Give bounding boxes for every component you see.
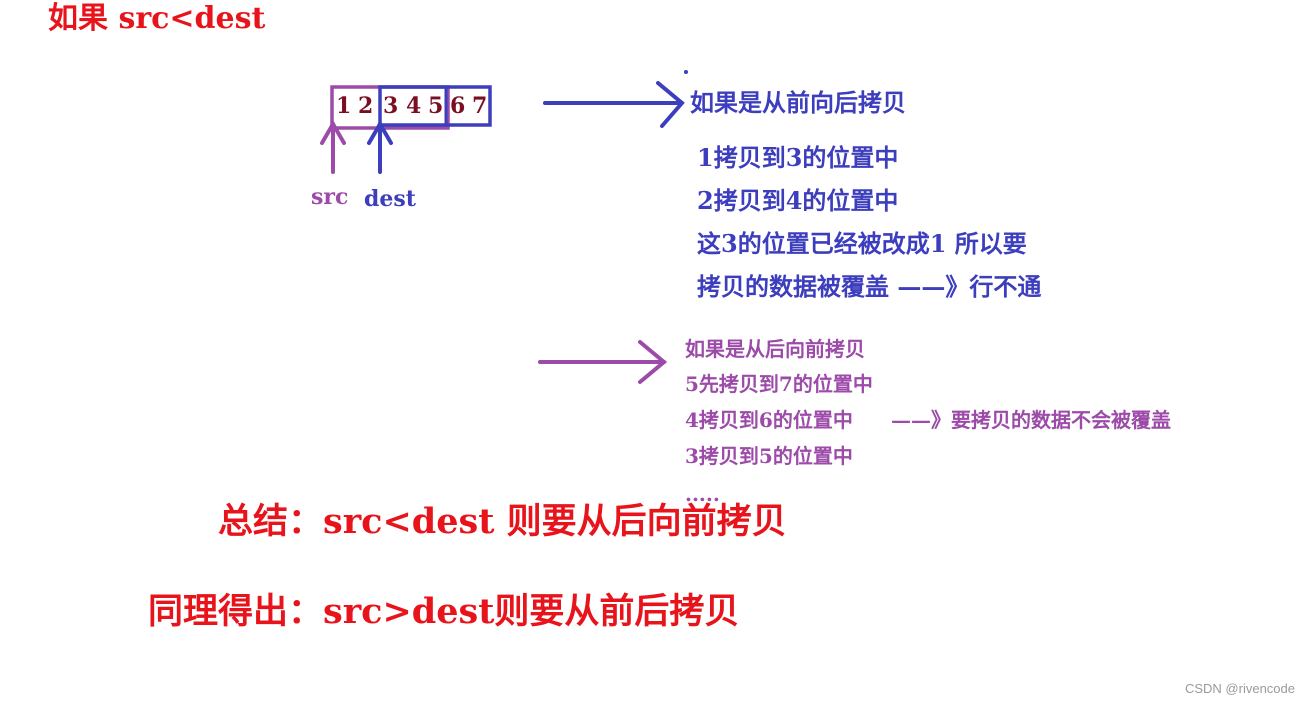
digit: 3 bbox=[383, 93, 399, 119]
conclusion: 同理得出：src>dest则要从前后拷贝 bbox=[148, 591, 740, 632]
summary: 总结：src<dest 则要从后向前拷贝 bbox=[218, 501, 787, 542]
digit: 6 bbox=[450, 93, 466, 119]
page-title: 如果 src<dest bbox=[48, 1, 266, 36]
dest-label: dest bbox=[364, 186, 416, 212]
src-arrow bbox=[320, 120, 346, 174]
back-to-front-line: 4拷贝到6的位置中 bbox=[685, 408, 853, 432]
front-to-back-line: 拷贝的数据被覆盖 ——》行不通 bbox=[697, 272, 1042, 301]
watermark: CSDN @rivencode bbox=[1184, 681, 1295, 696]
stray-dot bbox=[684, 70, 688, 74]
front-to-back-line: 2拷贝到4的位置中 bbox=[697, 186, 899, 215]
digit: 4 bbox=[406, 93, 422, 119]
src-label: src bbox=[311, 184, 349, 210]
back-to-front-line: 5先拷贝到7的位置中 bbox=[685, 372, 873, 396]
back-to-front-note: ——》要拷贝的数据不会被覆盖 bbox=[891, 408, 1171, 432]
digit: 1 bbox=[336, 93, 352, 119]
digit: 7 bbox=[472, 93, 488, 119]
front-to-back-arrow bbox=[543, 81, 685, 128]
digit: 2 bbox=[358, 93, 374, 119]
back-to-front-arrow bbox=[538, 340, 668, 384]
back-to-front-heading: 如果是从后向前拷贝 bbox=[685, 337, 865, 361]
front-to-back-line: 1拷贝到3的位置中 bbox=[697, 143, 899, 172]
dest-box bbox=[378, 85, 492, 127]
dest-arrow bbox=[367, 120, 393, 174]
front-to-back-line: 这3的位置已经被改成1 所以要 bbox=[697, 229, 1027, 258]
back-to-front-line: ..... bbox=[685, 482, 720, 506]
digit: 5 bbox=[428, 93, 444, 119]
front-to-back-heading: 如果是从前向后拷贝 bbox=[690, 88, 906, 117]
back-to-front-line: 3拷贝到5的位置中 bbox=[685, 444, 853, 468]
